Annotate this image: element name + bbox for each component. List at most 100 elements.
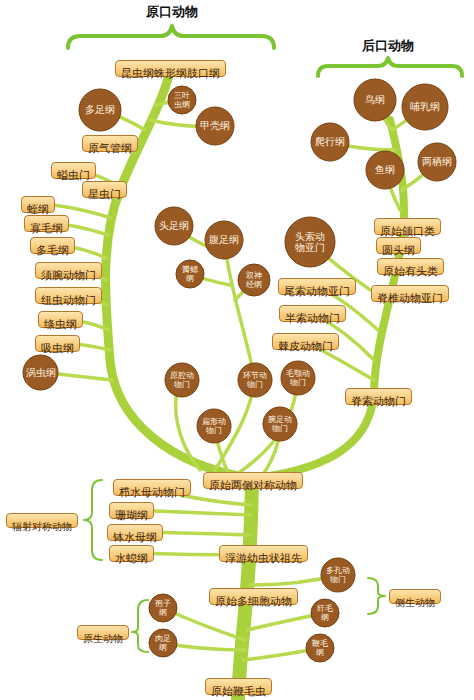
taxon-name: 棘皮动物门 xyxy=(278,340,333,353)
taxon-box: 浮游幼虫状祖先 xyxy=(219,545,308,562)
taxon-circle: 瓣鳃纲 xyxy=(175,259,205,289)
taxon-name: 头索动物亚门 xyxy=(295,231,326,254)
group-title: 后口动物 xyxy=(362,37,414,55)
taxon-name: 原生动物 xyxy=(83,633,123,644)
taxon-name: 三叶虫纲 xyxy=(174,91,191,109)
taxon-box: 原生动物 xyxy=(77,625,129,640)
taxon-circle: 头足纲 xyxy=(154,206,194,246)
taxon-box: 原始鞭毛虫 xyxy=(205,678,272,695)
group-brace xyxy=(84,480,385,652)
taxon-box: 栉水母动物门 xyxy=(113,479,191,496)
taxon-box: 原气管纲 xyxy=(82,135,138,152)
taxon-box: 吸虫纲 xyxy=(35,335,80,352)
taxon-name: 原腔动物门 xyxy=(170,371,195,389)
taxon-name: 水螅纲 xyxy=(115,552,148,565)
taxon-name: 扁形动物门 xyxy=(202,417,227,435)
taxon-name: 尾索动物亚门 xyxy=(284,285,350,298)
taxon-name: 肉足纲 xyxy=(155,634,172,652)
taxon-name: 原始多细胞动物 xyxy=(215,595,292,608)
taxon-name: 环节动物门 xyxy=(243,371,268,389)
taxon-name: 寡毛纲 xyxy=(30,222,63,235)
taxon-box: 纽虫动物门 xyxy=(35,287,102,304)
taxon-name: 鱼纲 xyxy=(375,164,395,176)
taxon-box: 脊索动物门 xyxy=(345,388,412,405)
taxon-box: 珊瑚纲 xyxy=(109,502,154,519)
taxon-name: 毛颚动物门 xyxy=(286,369,311,387)
taxon-name: 须腕动物门 xyxy=(41,269,96,282)
tree-branches xyxy=(38,72,437,700)
taxon-name: 鞭毛纲 xyxy=(312,639,329,657)
taxon-box: 寡毛纲 xyxy=(24,215,69,232)
taxon-circle: 鸟纲 xyxy=(353,78,397,122)
taxon-name: 钵水母纲 xyxy=(113,531,157,544)
taxon-circle: 多足纲 xyxy=(78,88,122,132)
taxon-name: 腹足纲 xyxy=(209,234,239,246)
taxon-box: 水螅纲 xyxy=(109,545,154,562)
taxon-name: 双神经纲 xyxy=(246,271,263,289)
taxon-name: 星虫门 xyxy=(88,188,121,201)
taxon-circle: 扁形动物门 xyxy=(196,408,232,444)
taxon-box: 圆头纲 xyxy=(376,237,421,254)
taxon-box: 原始多细胞动物 xyxy=(209,588,298,605)
taxon-circle: 爬行纲 xyxy=(310,122,350,162)
taxon-name: 绦虫纲 xyxy=(44,318,77,331)
taxon-circle: 孢子纲 xyxy=(148,593,178,623)
taxon-circle: 头索动物亚门 xyxy=(284,216,336,268)
taxon-name: 原始有头类 xyxy=(383,265,438,278)
taxon-circle: 多孔动物门 xyxy=(320,557,356,593)
taxon-box: 蛭纲 xyxy=(21,196,55,213)
taxon-name: 浮游幼虫状祖先 xyxy=(225,552,302,565)
taxon-circle: 鱼纲 xyxy=(365,150,405,190)
taxon-name: 瓣鳃纲 xyxy=(182,265,199,283)
taxon-box: 尾索动物亚门 xyxy=(278,278,356,295)
taxon-box: 星虫门 xyxy=(82,181,127,198)
taxon-circle: 双神经纲 xyxy=(237,263,271,297)
taxon-name: 吸虫纲 xyxy=(41,342,74,355)
taxon-name: 腕足动物门 xyxy=(268,415,293,433)
taxon-box: 绦虫纲 xyxy=(38,311,83,328)
taxon-name: 栉水母动物门 xyxy=(119,486,185,499)
taxon-name: 珊瑚纲 xyxy=(115,509,148,522)
taxon-circle: 环节动物门 xyxy=(237,362,273,398)
taxon-circle: 两栖纲 xyxy=(417,142,457,182)
taxon-box: 辐射对称动物 xyxy=(6,513,78,528)
taxon-name: 纽虫动物门 xyxy=(41,294,96,307)
taxon-circle: 哺乳纲 xyxy=(401,83,449,131)
taxon-box: 侧生动物 xyxy=(389,589,441,604)
taxon-name: 多毛纲 xyxy=(36,244,69,257)
taxon-name: 辐射对称动物 xyxy=(12,521,72,532)
taxon-circle: 鞭毛纲 xyxy=(305,633,335,663)
taxon-box: 螠虫门 xyxy=(51,162,96,179)
taxon-name: 脊椎动物亚门 xyxy=(377,292,443,305)
taxon-circle: 涡虫纲 xyxy=(22,354,59,391)
taxon-name: 头足纲 xyxy=(159,220,189,232)
taxon-name: 原始两侧对称动物 xyxy=(209,479,297,492)
taxon-name: 多足纲 xyxy=(85,104,115,116)
taxon-box: 须腕动物门 xyxy=(35,262,102,279)
taxon-circle: 纤毛纲 xyxy=(310,598,340,628)
taxon-box: 原始有头类 xyxy=(377,258,444,275)
taxon-name: 侧生动物 xyxy=(395,597,435,608)
taxon-name: 孢子纲 xyxy=(155,599,172,617)
taxon-name: 原始鞭毛虫 xyxy=(211,685,266,698)
taxon-box: 原始颌口类 xyxy=(374,218,441,235)
group-title: 原口动物 xyxy=(146,3,198,21)
taxon-name: 原气管纲 xyxy=(88,142,132,155)
taxon-name: 爬行纲 xyxy=(315,136,345,148)
taxon-circle: 原腔动物门 xyxy=(164,362,200,398)
taxon-name: 纤毛纲 xyxy=(317,604,334,622)
taxon-circle: 肉足纲 xyxy=(148,628,178,658)
taxon-box: 多毛纲 xyxy=(30,237,75,254)
taxon-box: 棘皮动物门 xyxy=(272,333,339,350)
taxon-name: 圆头纲 xyxy=(382,244,415,257)
taxon-box: 半索动物门 xyxy=(279,305,346,322)
taxon-box: 脊椎动物亚门 xyxy=(371,285,449,302)
taxon-name: 鸟纲 xyxy=(365,94,385,106)
taxon-name: 脊索动物门 xyxy=(351,395,406,408)
taxon-name: 甲壳纲 xyxy=(200,120,230,132)
taxon-name: 两栖纲 xyxy=(422,156,452,168)
taxon-circle: 三叶虫纲 xyxy=(167,85,197,115)
taxon-name: 昆虫纲蛛形纲肢口纲 xyxy=(121,67,220,80)
taxon-name: 哺乳纲 xyxy=(410,101,440,113)
taxon-box: 昆虫纲蛛形纲肢口纲 xyxy=(115,60,226,77)
